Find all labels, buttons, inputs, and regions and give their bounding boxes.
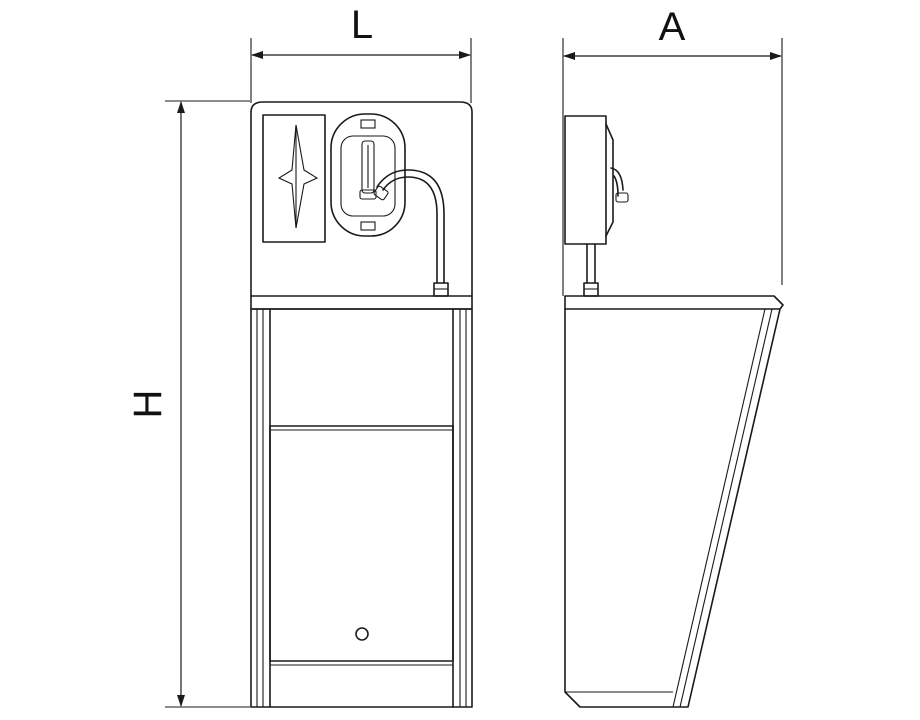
front-cabinet-door (269, 425, 454, 662)
front-view (250, 101, 473, 708)
side-cabinet-outline (564, 308, 781, 708)
door-lock (355, 627, 369, 641)
faucet-spout (373, 185, 389, 201)
front-cabinet-outline (250, 308, 473, 708)
towel-dispenser (262, 114, 326, 243)
soap-dispenser (330, 113, 406, 237)
side-soap-profile (605, 123, 614, 237)
soap-level-window (361, 140, 375, 194)
dimension-a: A (562, 5, 783, 285)
dimension-a-label: A (659, 5, 686, 49)
soap-nozzle (359, 189, 377, 200)
towel-dispenser-slot (277, 124, 319, 229)
dimension-l: L (250, 3, 472, 103)
soap-dispenser-top-clip (360, 119, 376, 129)
side-dispenser-box (564, 115, 607, 245)
dimension-l-label: L (351, 3, 373, 47)
soap-dispenser-inner (340, 135, 396, 217)
dimension-h: H (126, 100, 250, 708)
soap-dispenser-bottom-clip (360, 221, 376, 231)
side-view (562, 112, 784, 708)
side-cabinet-inner-line-1 (679, 308, 773, 708)
side-faucet-upper (610, 167, 624, 191)
side-cabinet-inner-line-2 (672, 308, 766, 708)
soap-dispenser-outer (330, 113, 406, 237)
front-back-panel (250, 101, 473, 297)
front-countertop (250, 295, 473, 310)
side-faucet-spout (615, 192, 629, 203)
faucet-pipe-outer (382, 176, 438, 284)
dimension-h-label: H (126, 390, 170, 419)
front-cabinet (250, 308, 473, 708)
side-countertop (564, 295, 784, 310)
side-faucet-lower (613, 175, 619, 197)
faucet-pipe-inner (376, 169, 445, 284)
towel-dispenser-box (262, 114, 326, 243)
